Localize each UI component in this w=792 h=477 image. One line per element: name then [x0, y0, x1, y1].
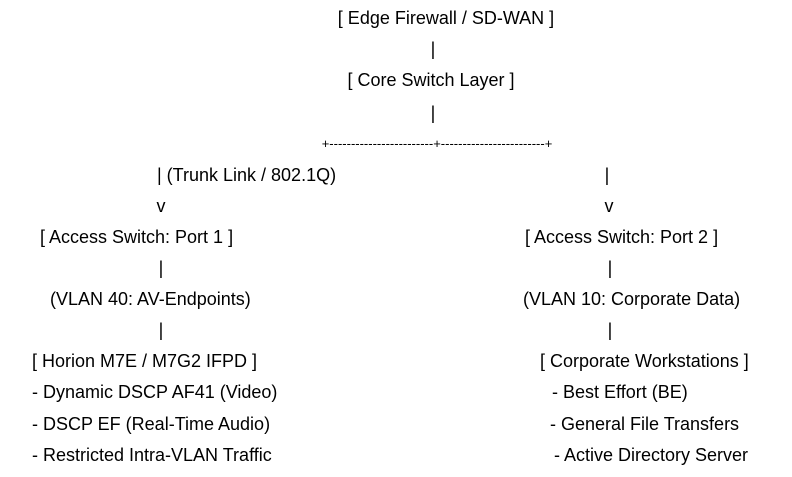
- connector-pipe: |: [158, 258, 164, 278]
- connector-pipe: |: [604, 165, 610, 185]
- core-switch-node: [ Core Switch Layer ]: [347, 70, 515, 90]
- access-switch-port2-node: [ Access Switch: Port 2 ]: [525, 227, 719, 247]
- connector-pipe: |: [158, 320, 164, 340]
- trunk-link-label: | (Trunk Link / 802.1Q): [157, 165, 337, 185]
- list-item: - General File Transfers: [550, 414, 740, 434]
- vlan40-label: (VLAN 40: AV-Endpoints): [50, 289, 251, 309]
- list-item: - DSCP EF (Real-Time Audio): [32, 414, 271, 434]
- list-item: - Dynamic DSCP AF41 (Video): [32, 382, 278, 402]
- connector-pipe: |: [607, 320, 613, 340]
- connector-pipe: |: [607, 258, 613, 278]
- list-item: - Restricted Intra-VLAN Traffic: [32, 445, 272, 465]
- connector-pipe: |: [430, 39, 436, 59]
- list-item: - Best Effort (BE): [552, 382, 688, 402]
- edge-firewall-node: [ Edge Firewall / SD-WAN ]: [337, 8, 555, 28]
- branch-split-line: +------------------------+--------------…: [321, 136, 553, 151]
- horion-ifpd-node: [ Horion M7E / M7G2 IFPD ]: [32, 351, 258, 371]
- corporate-workstations-node: [ Corporate Workstations ]: [540, 351, 749, 371]
- connector-pipe: |: [430, 103, 436, 123]
- list-item: - Active Directory Server: [554, 445, 749, 465]
- access-switch-port1-node: [ Access Switch: Port 1 ]: [40, 227, 234, 247]
- arrow-down: v: [156, 196, 166, 216]
- vlan10-label: (VLAN 10: Corporate Data): [523, 289, 741, 309]
- arrow-down: v: [604, 196, 614, 216]
